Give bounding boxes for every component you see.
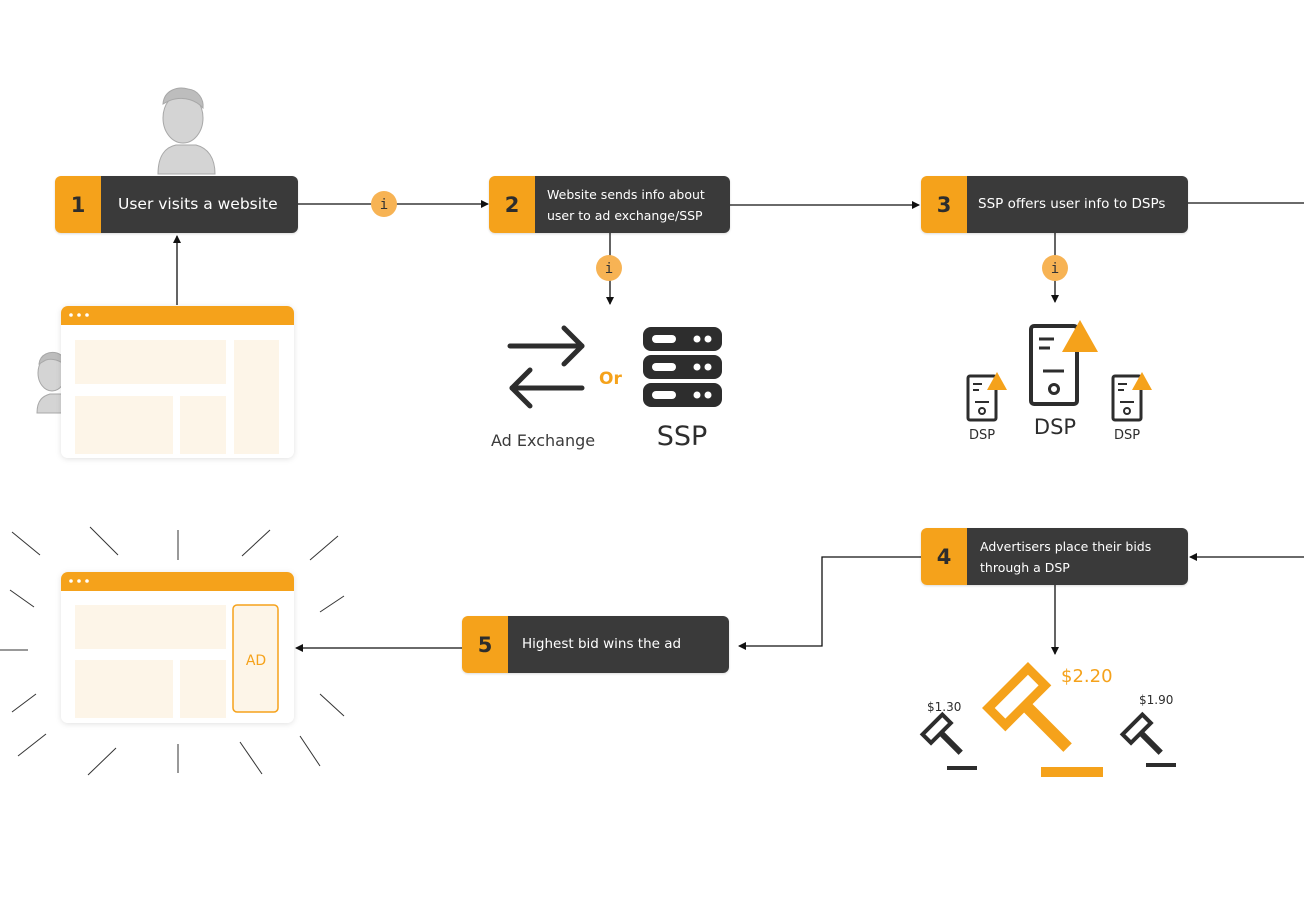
dsp-label-large: DSP [1034,415,1076,439]
ad-label: AD [246,653,266,669]
svg-text:i: i [605,261,613,277]
step-4-label: Advertisers place their bids through a D… [967,528,1188,585]
dsp-label-right: DSP [1114,428,1140,443]
dsp-icon-left [966,372,1007,422]
ad-exchange-label: Ad Exchange [491,431,595,450]
step-1-label: User visits a website [101,176,298,233]
gavel-icon-right [1119,711,1176,767]
svg-text:i: i [380,197,388,213]
or-label: Or [599,369,622,389]
step-4-box[interactable]: 4 Advertisers place their bids through a… [921,528,1188,585]
info-badge-2[interactable]: i [596,255,622,281]
step-5-number: 5 [462,616,508,673]
gavel-icon-left [919,711,977,770]
step-3-label: SSP offers user info to DSPs [967,176,1188,233]
dsp-icon-right [1111,372,1152,422]
step-4-number: 4 [921,528,967,585]
svg-text:i: i [1051,261,1059,277]
step-1-number: 1 [55,176,101,233]
step-3-number: 3 [921,176,967,233]
website-mockup-icon [61,306,294,458]
burst-lines [0,526,345,776]
step-3-box[interactable]: 3 SSP offers user info to DSPs [921,176,1188,233]
bid-right: $1.90 [1139,693,1173,707]
dsp-icon-large [1029,320,1098,406]
info-badge-1[interactable]: i [371,191,397,217]
info-badge-3[interactable]: i [1042,255,1068,281]
step-1-box[interactable]: 1 User visits a website [55,176,298,233]
bid-winning: $2.20 [1061,666,1113,687]
gavel-icon-winning [982,662,1103,777]
step-2-label: Website sends info about user to ad exch… [535,176,730,233]
ssp-server-icon [643,327,722,407]
ad-website-mockup-icon [61,572,294,723]
bid-left: $1.30 [927,700,961,714]
step-5-box[interactable]: 5 Highest bid wins the ad [462,616,729,673]
step-5-label: Highest bid wins the ad [508,616,729,673]
step-2-box[interactable]: 2 Website sends info about user to ad ex… [489,176,730,233]
ad-exchange-icon [507,325,585,409]
step-2-number: 2 [489,176,535,233]
arrow-4-to-5 [738,556,921,650]
dsp-label-left: DSP [969,428,995,443]
statue-bust-icon [157,87,216,175]
ssp-label: SSP [657,421,708,452]
